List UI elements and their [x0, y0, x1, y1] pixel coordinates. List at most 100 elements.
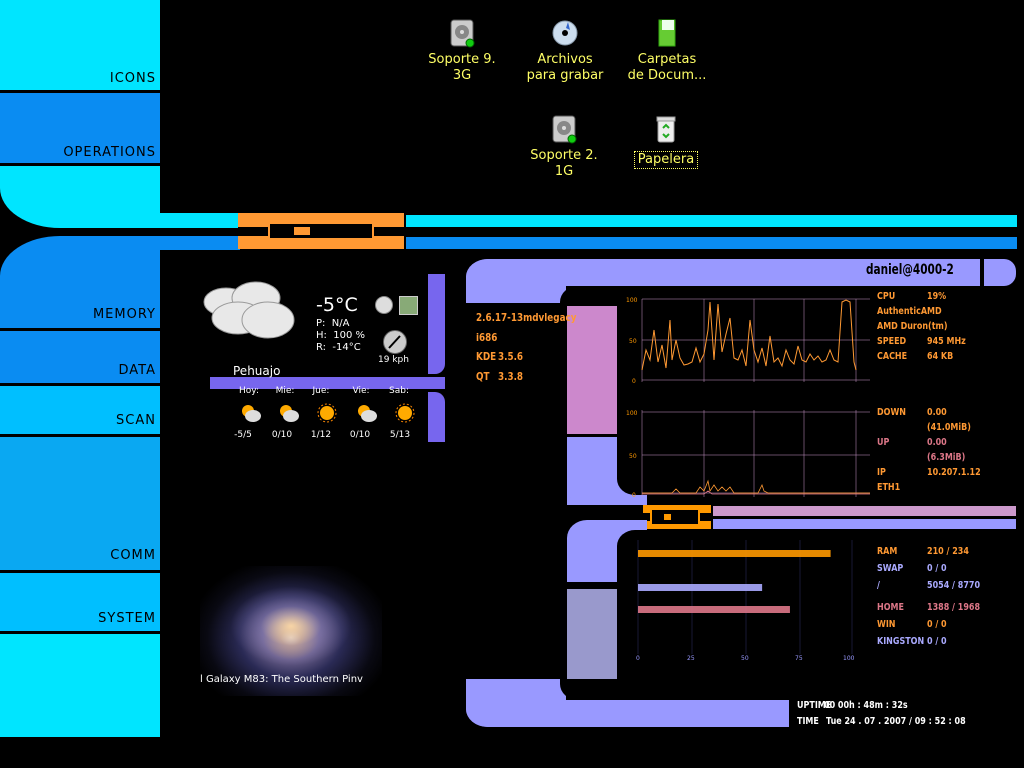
partly-cloudy-icon — [240, 403, 262, 423]
cpu-model: AMD Duron(tm) — [877, 321, 948, 332]
sysmon-header-left — [466, 259, 566, 303]
time-value: Tue 24 . 07 . 2007 / 09 : 52 : 08 — [826, 716, 966, 727]
bar-axis-100: 100 — [843, 655, 855, 662]
weather-frame-top — [428, 274, 445, 374]
net-down-trace — [642, 479, 870, 494]
net-down-total: (41.0MiB) — [927, 422, 971, 433]
net-up-label: UP — [877, 437, 890, 448]
cpu-speed-label: SPEED — [877, 336, 907, 347]
desktop-icon-soporte-9[interactable]: Soporte 9. 3G — [412, 18, 512, 84]
sysmon-header-cap — [980, 259, 984, 286]
net-down-value: 0.00 — [927, 407, 947, 418]
sidebar-item-icons[interactable]: ICONS — [0, 0, 160, 90]
forecast-day: Sab: — [384, 386, 414, 396]
sysmon-pink-block — [567, 306, 617, 434]
sun-icon — [316, 403, 338, 423]
arch: i686 — [476, 331, 498, 344]
kernel-version: 2.6.17-13mdvlegacy — [476, 311, 577, 324]
forecast-range: 0/10 — [349, 430, 371, 440]
bar-axis-75: 75 — [795, 655, 803, 662]
top-elbow — [0, 166, 160, 228]
net-interface: ETH1 — [877, 482, 901, 493]
usage-bar-root — [638, 584, 763, 591]
swap-label: SWAP — [877, 563, 904, 574]
desktop-icon-label: Soporte 2. 1G — [530, 148, 598, 179]
forecast-day: Hoy: — [234, 386, 264, 396]
net-axis-50: 50 — [629, 453, 637, 460]
sidebar-item-label: SYSTEM — [98, 611, 156, 626]
bottom-elbow-bar — [160, 236, 240, 250]
wind-speed: 19 kph — [378, 355, 409, 365]
qt-version: 3.3.8 — [498, 370, 524, 383]
map-icon[interactable] — [399, 296, 418, 315]
bar-axis-50: 50 — [741, 655, 749, 662]
current-temperature: -5°C — [316, 294, 358, 316]
cpu-axis-100: 100 — [626, 297, 638, 304]
desktop-icon-archivos[interactable]: Archivos para grabar — [515, 18, 615, 84]
qt-label: QT — [476, 370, 490, 383]
kde-label: KDE — [476, 350, 497, 363]
kde-version: 3.5.6 — [498, 350, 524, 363]
sidebar-item-comm[interactable]: COMM — [0, 437, 160, 570]
humidity-text: H: 100 % — [316, 330, 366, 341]
sidebar-item-label: DATA — [118, 363, 156, 378]
cd-burn-icon — [552, 18, 578, 48]
desktop-icon-label: Soporte 9. 3G — [428, 52, 496, 83]
orange-connector-core — [268, 222, 374, 240]
weather-frame-bottom — [428, 392, 445, 442]
ram-value: 210 / 234 — [927, 546, 969, 557]
sysmon-username: daniel@4000-2 — [866, 262, 954, 278]
hard-drive-icon — [449, 18, 475, 48]
sun-icon — [394, 403, 416, 423]
forecast-day-label: Vie: — [352, 386, 370, 396]
cpu-label: CPU — [877, 291, 896, 302]
forecast-day: Vie: — [346, 386, 376, 396]
dewpoint-text: R: -14°C — [316, 342, 361, 353]
partly-cloudy-icon — [356, 403, 378, 423]
cpu-axis-0: 0 — [632, 378, 636, 385]
bar-group — [638, 550, 831, 613]
desktop-icon-soporte-2[interactable]: Soporte 2. 1G — [514, 114, 614, 180]
net-axis-100: 100 — [626, 410, 638, 417]
sysmon-header-inner — [560, 286, 620, 306]
orange-connector-dot — [294, 227, 310, 235]
net-up-total: (6.3MiB) — [927, 452, 966, 463]
forecast-range: 5/13 — [389, 430, 411, 440]
net-up-value: 0.00 — [927, 437, 947, 448]
cpu-vendor: AuthenticAMD — [877, 306, 942, 317]
desktop-icon-carpetas[interactable]: Carpetas de Docum... — [617, 18, 717, 84]
cpu-axis-50: 50 — [629, 338, 637, 345]
sysmon-footer-inner — [560, 679, 789, 700]
forecast-day-label: Sab: — [389, 386, 409, 396]
weather-frame-bar — [210, 377, 445, 389]
net-grid — [641, 410, 870, 497]
globe-icon[interactable] — [375, 296, 393, 314]
root-label: / — [877, 580, 880, 591]
cpu-value: 19% — [927, 291, 947, 302]
trash-icon — [653, 114, 679, 144]
net-axis-0: 0 — [632, 492, 636, 499]
slideshow-widget[interactable]: l Galaxy M83: The Southern Pinv — [200, 566, 382, 696]
cpu-speed-value: 945 MHz — [927, 336, 966, 347]
sysmon-mid-rail-pink — [713, 506, 1016, 516]
net-up-trace — [642, 490, 870, 495]
sidebar-item-scan[interactable]: SCAN — [0, 386, 160, 434]
sidebar-item-data[interactable]: DATA — [0, 331, 160, 383]
bar-grid — [637, 540, 853, 654]
sidebar-item-operations[interactable]: OPERATIONS — [0, 93, 160, 163]
desktop-icon-label: Papelera — [633, 151, 699, 169]
pressure-text: P: N/A — [316, 318, 350, 329]
sidebar-item-system[interactable]: SYSTEM — [0, 573, 160, 631]
home-label: HOME — [877, 602, 904, 613]
galaxy-image — [230, 586, 352, 666]
wind-icon — [383, 330, 407, 354]
sidebar-bottom-block — [0, 634, 160, 737]
bar-axis-0: 0 — [636, 655, 640, 662]
sysmon-orange-dot — [664, 514, 671, 520]
top-rail-cyan — [406, 215, 1017, 227]
cpu-trace — [641, 299, 857, 371]
desktop-icon-papelera[interactable]: Papelera — [616, 114, 716, 169]
sysmon-orange-core — [650, 508, 700, 526]
hard-drive-icon — [551, 114, 577, 144]
sidebar-item-memory[interactable]: MEMORY — [92, 307, 156, 322]
